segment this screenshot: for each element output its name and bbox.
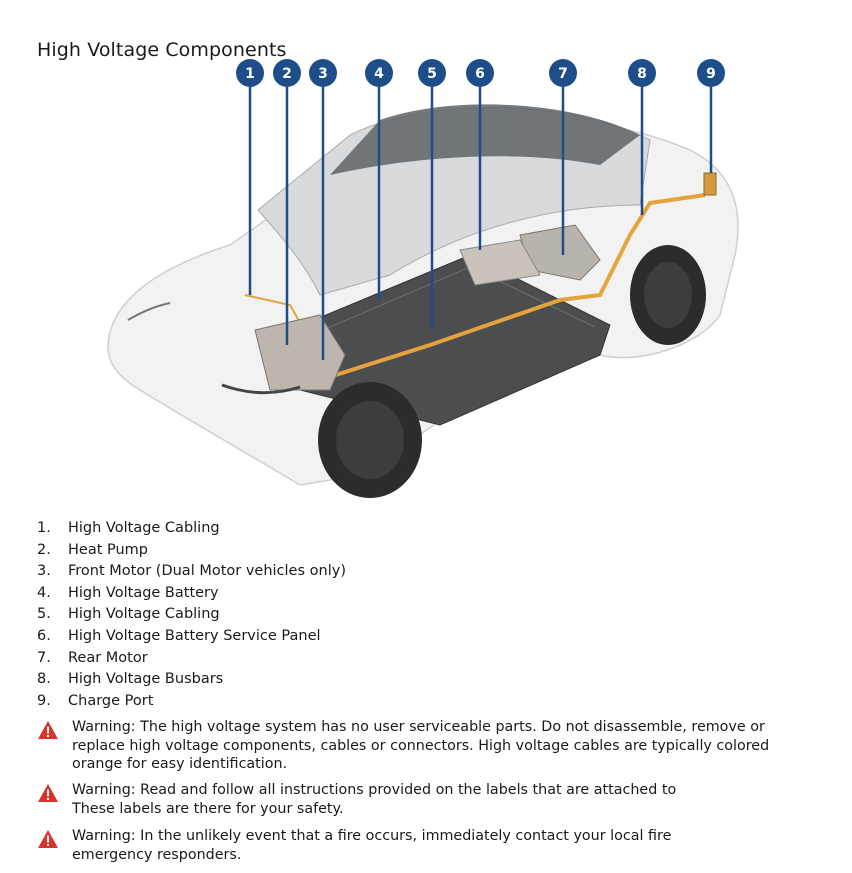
callout-badge-4: 4 [365,59,393,87]
callout-badge-1: 1 [236,59,264,87]
svg-text:2: 2 [282,66,292,82]
warning-triangle-icon [38,784,58,802]
list-item: 8. High Voltage Busbars [37,669,346,691]
list-item: 9. Charge Port [37,691,346,713]
item-number: 7. [37,649,51,666]
callout-badge-5: 5 [418,59,446,87]
item-label: High Voltage Battery Service Panel [68,627,321,644]
item-label: High Voltage Cabling [68,606,220,623]
component-list: 1. High Voltage Cabling 2. Heat Pump 3. Fro… [37,518,346,712]
page-title: High Voltage Components [37,38,287,61]
list-item: 2. Heat Pump [37,540,346,562]
callout-badge-7: 7 [549,59,577,87]
item-number: 3. [37,563,51,580]
warning-block: Warning: In the unlikely event that a fi… [37,827,797,864]
callout-badge-8: 8 [628,59,656,87]
item-number: 1. [37,520,51,536]
vehicle-illustration: 1 2 3 4 5 6 7 8 9 [107,59,739,498]
item-number: 8. [37,671,51,688]
list-item: 4. High Voltage Battery [37,583,346,605]
list-item: 3. Front Motor (Dual Motor vehicles only) [37,561,346,583]
svg-text:6: 6 [475,66,485,82]
charge-port [703,172,717,196]
item-label: High Voltage Busbars [68,671,224,688]
warning-prefix: Warning: [72,782,136,798]
item-label: Front Motor (Dual Motor vehicles only) [68,563,346,580]
callout-badge-6: 6 [466,59,494,87]
item-label: High Voltage Battery [68,584,219,601]
item-number: 2. [37,541,51,558]
item-label: High Voltage Cabling [68,520,220,536]
warning-body: In the unlikely event that a fire occurs… [72,828,672,863]
item-number: 4. [37,584,51,601]
callout-badge-9: 9 [697,59,725,87]
item-number: 9. [37,692,51,709]
warning-body: Read and follow all instructions provide… [72,782,677,817]
item-number: 5. [37,606,51,623]
svg-text:4: 4 [374,66,384,82]
svg-text:1: 1 [245,66,255,82]
warning-triangle-icon [38,830,58,848]
list-item: 6. High Voltage Battery Service Panel [37,626,346,648]
svg-text:5: 5 [427,66,437,82]
warning-text: Warning: The high voltage system has no … [72,718,797,774]
list-item: 1. High Voltage Cabling [37,518,346,540]
service-panel [459,239,541,286]
callout-lines [248,85,713,360]
warning-prefix: Warning: [72,828,136,844]
item-label: Rear Motor [68,649,148,666]
callout-badge-2: 2 [273,59,301,87]
warning-body: The high voltage system has no user serv… [72,719,770,772]
svg-text:7: 7 [558,66,568,82]
list-item: 7. Rear Motor [37,648,346,670]
warning-triangle-icon [38,721,58,739]
item-number: 6. [37,627,51,644]
svg-text:9: 9 [706,66,716,82]
hv-cable-main [319,193,706,382]
warning-block: Warning: Read and follow all instruction… [37,781,797,818]
warning-text: Warning: Read and follow all instruction… [72,781,722,818]
warning-text: Warning: In the unlikely event that a fi… [72,827,712,864]
warning-block: Warning: The high voltage system has no … [37,718,797,774]
item-label: Heat Pump [68,541,149,558]
list-item: 5. High Voltage Cabling [37,604,346,626]
warning-prefix: Warning: [72,719,136,735]
callout-badge-3: 3 [309,59,337,87]
item-label: Charge Port [68,692,154,709]
svg-text:8: 8 [637,66,647,82]
svg-text:3: 3 [318,66,328,82]
